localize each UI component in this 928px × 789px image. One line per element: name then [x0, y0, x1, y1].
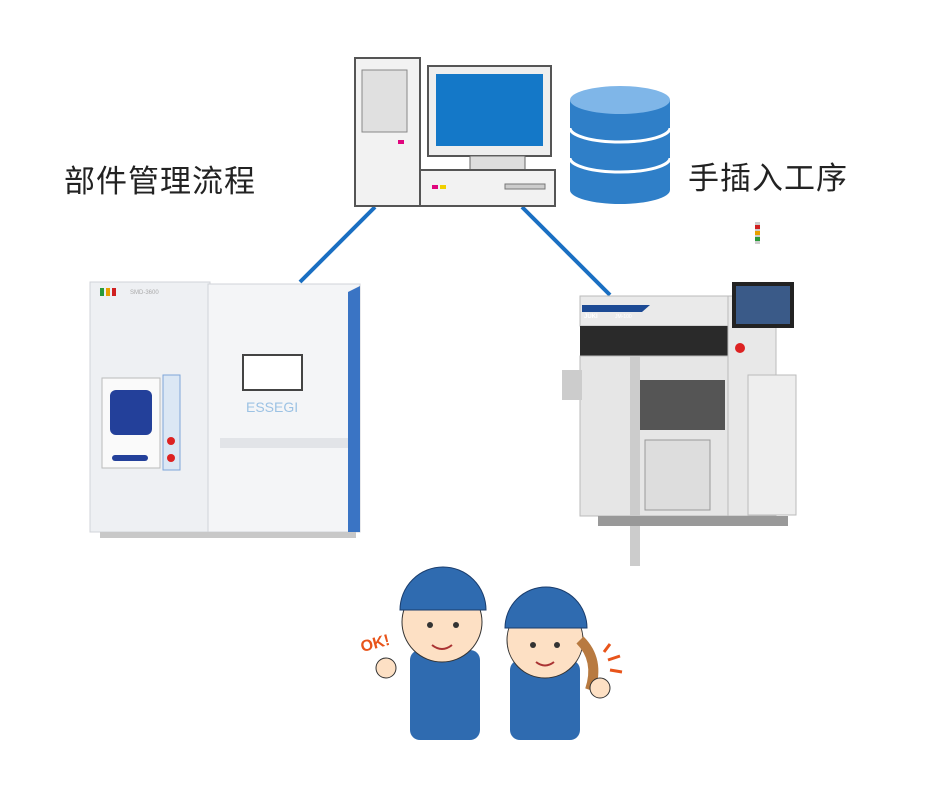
- ok-speech: OK!: [359, 632, 392, 656]
- component-storage-machine: ESSEGI SMD-3600: [89, 281, 361, 538]
- computer-icon: [354, 57, 556, 207]
- right-machine-brand: JUKI: [584, 314, 598, 320]
- database-icon: [568, 86, 672, 204]
- connector-left: [298, 205, 377, 284]
- pick-and-place-machine: JUKI JM-100: [562, 222, 797, 566]
- right-machine-model: JM-100: [615, 314, 632, 320]
- right-process-label: 手插入工序: [688, 161, 848, 197]
- left-process-label: 部件管理流程: [64, 164, 256, 200]
- workers-illustration: OK!: [359, 566, 623, 740]
- left-machine-brand: ESSEGI: [246, 399, 298, 415]
- left-machine-model: SMD-3600: [130, 290, 159, 296]
- connector-right: [520, 205, 612, 297]
